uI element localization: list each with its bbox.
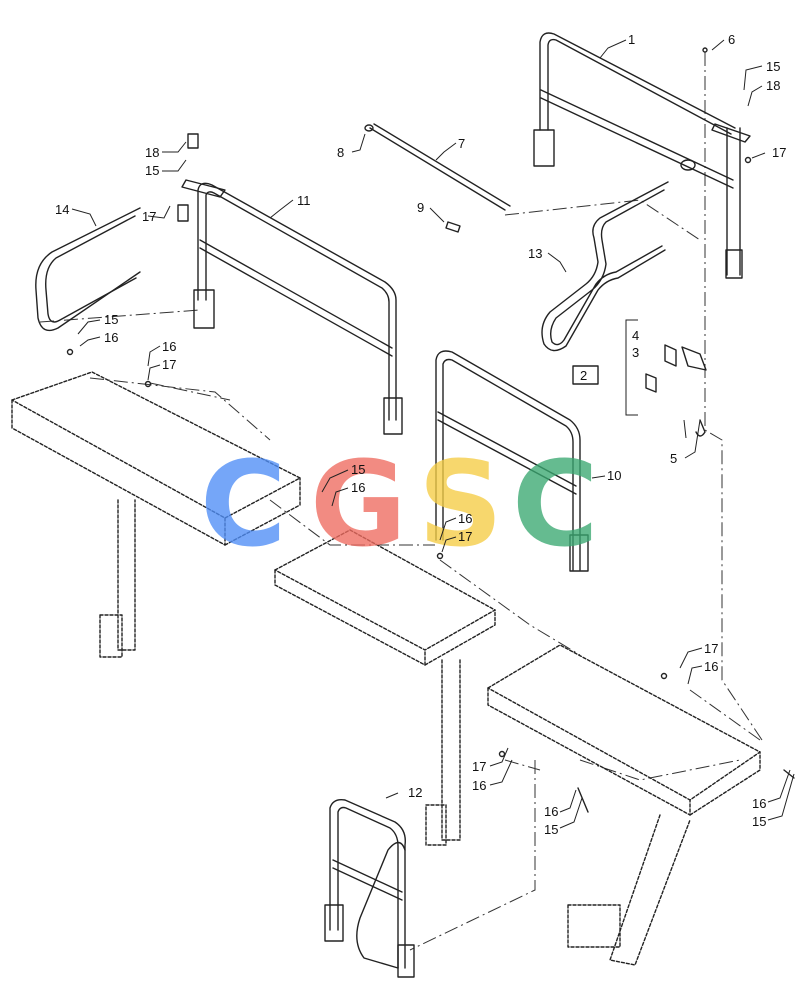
watermark-letter: S — [418, 435, 503, 573]
callout-15: 15 — [351, 462, 365, 477]
callout-11: 11 — [297, 193, 311, 208]
callout-6: 6 — [728, 32, 735, 47]
callout-15: 15 — [752, 814, 766, 829]
part-10-handrail — [435, 350, 589, 572]
callout-17: 17 — [162, 357, 176, 372]
callout-17: 17 — [772, 145, 786, 160]
callout-15: 15 — [104, 312, 118, 327]
part-1-handrail — [533, 32, 751, 279]
callout-17: 17 — [704, 641, 718, 656]
callout-2: 2 — [580, 368, 587, 383]
assembly-centerlines — [39, 52, 763, 951]
callout-14: 14 — [55, 202, 69, 217]
callout-7: 7 — [458, 136, 465, 151]
fasteners — [66, 47, 795, 813]
watermark-letter: G — [310, 435, 407, 573]
part-14-bent-rail — [35, 207, 141, 332]
callout-16: 16 — [104, 330, 118, 345]
callout-16: 16 — [752, 796, 766, 811]
watermark-letter: C — [200, 435, 287, 573]
leader-lines — [71, 39, 795, 829]
callout-5: 5 — [670, 451, 677, 466]
watermark-letter: C — [512, 435, 599, 573]
callout-15: 15 — [145, 163, 159, 178]
callout-3: 3 — [632, 345, 639, 360]
watermark: C G S C — [200, 435, 599, 573]
callout-16: 16 — [458, 511, 472, 526]
part-11-handrail — [177, 133, 403, 435]
walkway-platform-right — [487, 644, 761, 966]
callout-16: 16 — [472, 778, 486, 793]
part-2-bracket-group — [572, 319, 707, 437]
callout-15: 15 — [766, 59, 780, 74]
callout-17: 17 — [472, 759, 486, 774]
callout-8: 8 — [337, 145, 344, 160]
callout-13: 13 — [528, 246, 542, 261]
part-13-bent-rail — [541, 181, 669, 352]
callout-16: 16 — [162, 339, 176, 354]
walkway-platform-left — [11, 371, 301, 658]
callout-labels: 1 6 15 18 17 7 8 9 11 18 15 14 17 13 15 … — [55, 32, 786, 837]
callout-16: 16 — [544, 804, 558, 819]
callout-10: 10 — [607, 468, 621, 483]
callout-15: 15 — [544, 822, 558, 837]
part-7-rod — [364, 123, 511, 233]
callout-16: 16 — [704, 659, 718, 674]
callout-17: 17 — [142, 209, 156, 224]
callout-18: 18 — [766, 78, 780, 93]
callout-1: 1 — [628, 32, 635, 47]
callout-17: 17 — [458, 529, 472, 544]
part-12-ladder-rail — [324, 798, 415, 978]
walkway-platform-center — [274, 529, 496, 846]
callout-12: 12 — [408, 785, 422, 800]
callout-4: 4 — [632, 328, 639, 343]
callout-9: 9 — [417, 200, 424, 215]
callout-16: 16 — [351, 480, 365, 495]
callout-18: 18 — [145, 145, 159, 160]
